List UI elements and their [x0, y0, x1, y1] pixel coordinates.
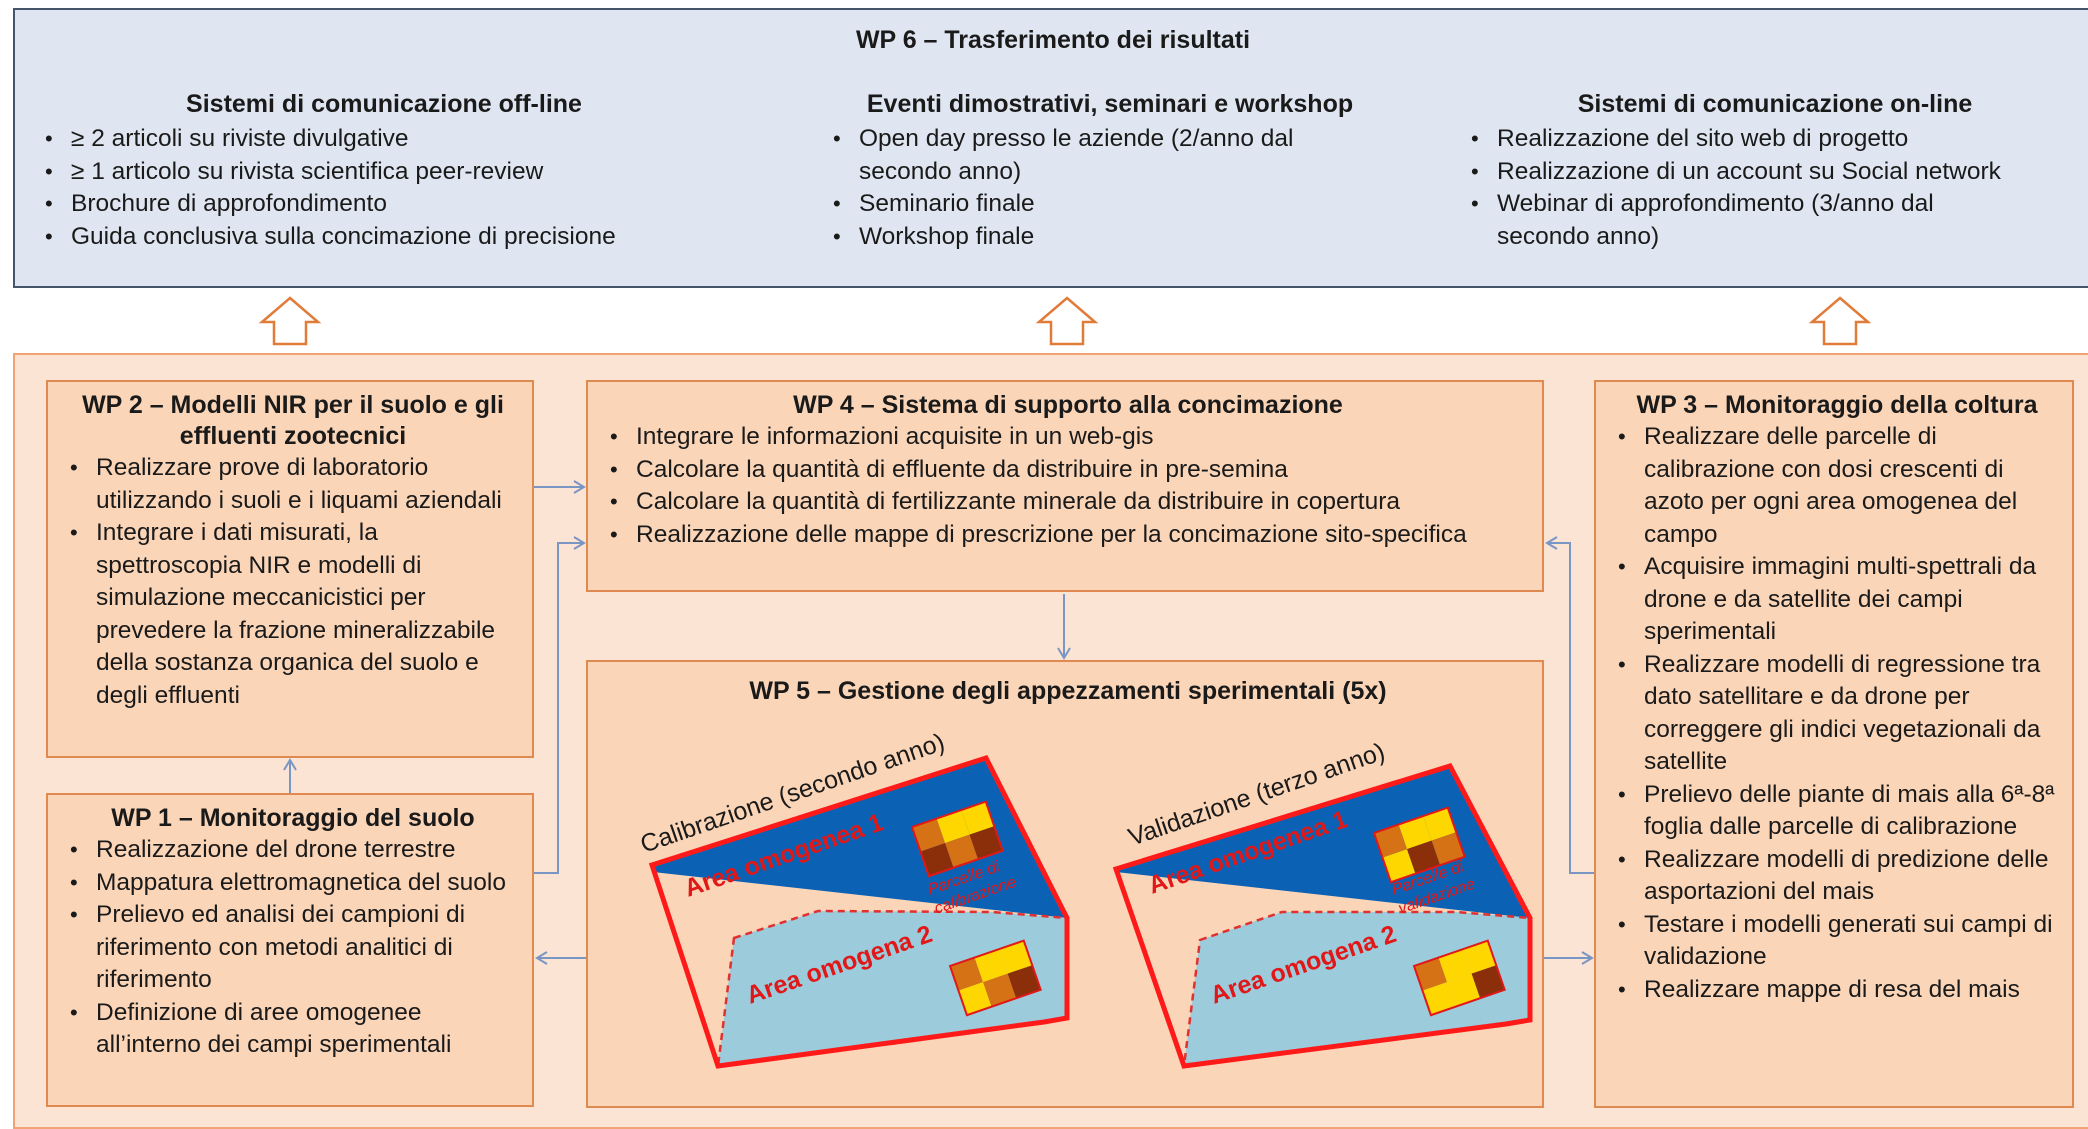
list-item: Prelievo ed analisi dei campioni di rife… [64, 899, 522, 997]
wp6-panel: WP 6 – Trasferimento dei risultati Siste… [13, 8, 2088, 288]
list-item: Open day presso le aziende (2/anno dal s… [827, 123, 1327, 188]
wp3-list: Realizzare delle parcelle di calibrazion… [1612, 421, 2062, 1006]
wp2-list: Realizzare prove di laboratorio utilizza… [64, 452, 522, 712]
valid-field-outline [1112, 762, 1533, 1069]
arrow-wp1-to-wp4 [534, 536, 586, 874]
list-item: Calcolare la quantità di effluente da di… [604, 454, 1532, 487]
list-item: Acquisire immagini multi-spettrali da dr… [1612, 551, 2062, 649]
valid-parcel-grid-2 [1412, 939, 1506, 1017]
wp6-title: WP 6 – Trasferimento dei risultati [855, 26, 1251, 54]
wp6-offline-list: ≥ 2 articoli su riviste divulgative ≥ 1 … [39, 123, 759, 253]
calib-parcel-grid-2 [948, 939, 1042, 1017]
wp6-events-column: Eventi dimostrativi, seminari e workshop… [815, 90, 1405, 253]
valid-area-1 [1116, 766, 1530, 918]
wp2-box: WP 2 – Modelli NIR per il suolo e gli ef… [46, 380, 534, 758]
wp6-events-list: Open day presso le aziende (2/anno dal s… [827, 123, 1327, 253]
list-item: Seminario finale [827, 188, 1327, 221]
list-item: Realizzazione del drone terrestre [64, 834, 522, 867]
list-item: Guida conclusiva sulla concimazione di p… [39, 221, 759, 254]
up-arrow-right [1808, 296, 1872, 346]
wp1-title: WP 1 – Monitoraggio del suolo [111, 804, 475, 832]
list-item: Realizzazione delle mappe di prescrizion… [604, 519, 1532, 552]
list-item: Realizzare prove di laboratorio utilizza… [64, 452, 522, 517]
calib-parcel-grid-1 [910, 800, 1004, 878]
list-item: Realizzare modelli di regressione tra da… [1612, 649, 2062, 779]
list-item: Realizzazione del sito web di progetto [1465, 123, 2088, 156]
list-item: Integrare i dati misurati, la spettrosco… [64, 517, 522, 712]
calibration-field: Calibrazione (secondo anno) Area omogene… [637, 728, 1070, 1069]
wp1-box: WP 1 – Monitoraggio del suolo Realizzazi… [46, 793, 534, 1107]
wp2-title: WP 2 – Modelli NIR per il suolo e gli ef… [82, 391, 504, 450]
wp3-box: WP 3 – Monitoraggio della coltura Realiz… [1594, 380, 2074, 1108]
list-item: Calcolare la quantità di fertilizzante m… [604, 486, 1532, 519]
list-item: Testare i modelli generati sui campi di … [1612, 909, 2062, 974]
wp6-events-title: Eventi dimostrativi, seminari e workshop [866, 90, 1354, 118]
list-item: Webinar di approfondimento (3/anno dal s… [1465, 188, 2027, 253]
list-item: Definizione di aree omogenee all’interno… [64, 997, 522, 1062]
arrow-wp3-to-wp4 [1545, 536, 1594, 874]
list-item: Realizzare modelli di predizione delle a… [1612, 844, 2062, 909]
wp3-title: WP 3 – Monitoraggio della coltura [1636, 391, 2038, 419]
up-arrow-center [1035, 296, 1099, 346]
wp4-title: WP 4 – Sistema di supporto alla concimaz… [793, 391, 1343, 419]
wp5-title: WP 5 – Gestione degli appezzamenti speri… [749, 677, 1387, 705]
list-item: Mappatura elettromagnetica del suolo [64, 867, 522, 900]
wp4-list: Integrare le informazioni acquisite in u… [604, 421, 1532, 551]
list-item: Realizzare mappe di resa del mais [1612, 974, 2062, 1007]
wp6-offline-title: Sistemi di comunicazione off-line [186, 90, 582, 118]
wp6-online-list: Realizzazione del sito web di progetto R… [1465, 123, 2088, 253]
wp1-list: Realizzazione del drone terrestre Mappat… [64, 834, 522, 1062]
list-item: Realizzazione di un account su Social ne… [1465, 156, 2088, 189]
calib-area-1 [652, 758, 1067, 918]
list-item: Prelievo delle piante di mais alla 6ª-8ª… [1612, 779, 2062, 844]
wp6-online-column: Sistemi di comunicazione on-line Realizz… [1465, 90, 2085, 253]
up-arrow-left [258, 296, 322, 346]
list-item: Workshop finale [827, 221, 1327, 254]
list-item: ≥ 1 articolo su rivista scientifica peer… [39, 156, 759, 189]
list-item: Realizzare delle parcelle di calibrazion… [1612, 421, 2062, 551]
list-item: ≥ 2 articoli su riviste divulgative [39, 123, 759, 156]
list-item: Brochure di approfondimento [39, 188, 759, 221]
wp4-box: WP 4 – Sistema di supporto alla concimaz… [586, 380, 1544, 592]
wp6-online-title: Sistemi di comunicazione on-line [1577, 90, 1973, 118]
valid-parcel-grid-1 [1372, 806, 1466, 884]
list-item: Integrare le informazioni acquisite in u… [604, 421, 1532, 454]
wp6-offline-column: Sistemi di comunicazione off-line ≥ 2 ar… [39, 90, 759, 253]
calib-field-outline [648, 754, 1070, 1069]
validation-field: Validazione (terzo anno) Area omogenea 1… [1112, 738, 1533, 1069]
